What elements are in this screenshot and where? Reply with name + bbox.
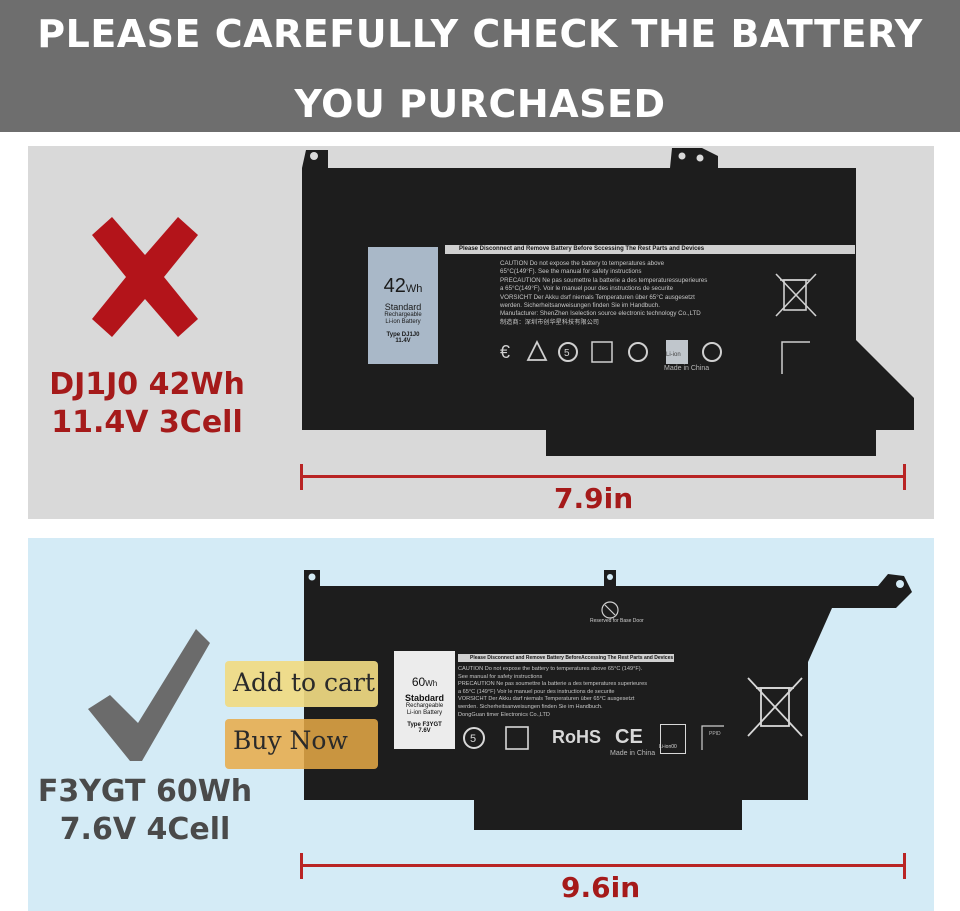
red-x-icon	[92, 217, 198, 337]
wrong-warning-text: CAUTION Do not expose the battery to tem…	[500, 260, 760, 330]
right-warning-text: CAUTION Do not expose the battery to tem…	[458, 666, 670, 726]
right-battery-body	[304, 570, 912, 830]
right-warning-line: VORSICHT Der Akku darf niemals Temperatu…	[458, 696, 635, 703]
right-battery-spec: F3YGT 60Wh 7.6V 4Cell	[30, 773, 260, 849]
wrong-battery-label: 42Wh Standard Rechargeable Li-ion Batter…	[368, 247, 438, 364]
right-cert-icons: 5	[463, 726, 529, 750]
wrong-warning-line: PRECAUTION Ne pas soumettre la batterie …	[500, 276, 708, 284]
right-label-voltage: 7.6V	[418, 728, 431, 734]
wrong-liion-text: Li-ion	[666, 352, 681, 358]
right-label-sub1: Rechargeable	[405, 703, 444, 709]
right-battery-length: 9.6in	[561, 871, 641, 904]
buy-now-button[interactable]: Buy Now	[225, 719, 378, 769]
right-label-unit: Wh	[425, 679, 438, 688]
headline-banner: PLEASE CAREFULLY CHECK THE BATTERY YOU P…	[0, 0, 960, 132]
wrong-warning-header: Please Disconnect and Remove Battery Bef…	[445, 245, 855, 254]
checkmark-icon	[88, 629, 210, 761]
dimension-line	[300, 475, 906, 478]
headline-line-1: PLEASE CAREFULLY CHECK THE BATTERY	[37, 12, 923, 56]
wrong-warning-line: Manufacturer: ShenZhen Iselection source…	[500, 310, 701, 318]
right-label-type: Type F3YGT	[407, 722, 442, 728]
right-label-sub2: Li-ion Battery	[406, 710, 443, 716]
right-battery-voltage: 7.6V 4Cell	[59, 812, 231, 847]
right-warning-line: a 65°C (149°F) Voir le manuel pour des i…	[458, 688, 615, 695]
wrong-label-sub2: Li-ion Battery	[385, 319, 421, 325]
rohs-mark: RoHS	[552, 727, 601, 747]
right-warning-header: Please Disconnect and Remove Battery Bef…	[458, 654, 674, 662]
dimension-line	[300, 864, 906, 867]
wrong-warning-line: 制造商：深圳市创华星科技有限公司	[500, 318, 599, 326]
right-made-in: Made in China	[610, 750, 656, 757]
ppid-text: PPID	[709, 731, 721, 737]
wrong-battery-body	[302, 148, 914, 456]
wrong-battery-length: 7.9in	[554, 482, 634, 515]
svg-text:5: 5	[470, 733, 476, 745]
wrong-battery-model: DJ1J0 42Wh	[49, 367, 245, 402]
right-label-capacity: 60	[411, 675, 426, 689]
headline-line-2: YOU PURCHASED	[294, 82, 666, 126]
right-battery-label: 60Wh Stabdard Rechargeable Li-ion Batter…	[394, 651, 455, 749]
wrong-battery-voltage: 11.4V 3Cell	[51, 405, 243, 440]
right-warning-line: See manual for safety instructions	[458, 673, 543, 680]
recycle-bin-icon	[775, 273, 817, 317]
right-liion-text: Li-ion00	[659, 744, 677, 750]
add-to-cart-button[interactable]: Add to cart	[225, 661, 378, 707]
wrong-warning-line: a 65°C(149°F). Voir le manuel pour des i…	[500, 285, 674, 293]
wrong-battery-spec: DJ1J0 42Wh 11.4V 3Cell	[42, 366, 252, 442]
ce-mark: CE	[615, 726, 643, 748]
wrong-label-type: Type DJ1J0	[386, 332, 420, 338]
right-battery-model: F3YGT 60Wh	[37, 774, 253, 809]
wrong-warning-line: VORSICHT Der Akku dsrf niemals Temperatu…	[500, 293, 695, 301]
dimension-tick-right	[903, 853, 906, 879]
svg-text:5: 5	[564, 348, 570, 359]
wrong-warning-line: 65°C(149°F). See the manual for safety i…	[500, 268, 642, 276]
reserved-base-door-text: Reserved for Base Door	[590, 618, 644, 624]
wrong-warning-line: CAUTION Do not expose the battery to tem…	[500, 260, 665, 267]
wrong-cert-icons: € 5	[500, 339, 722, 364]
right-warning-line: werden. Sicherheitsanweisungen finden Si…	[458, 703, 603, 710]
right-warning-line: DongGuan timer Electronics Co.,LTD	[458, 711, 550, 718]
wrong-label-title: Standard	[384, 302, 422, 312]
wrong-label-capacity: 42	[383, 275, 406, 297]
liion-icon	[660, 724, 686, 754]
recycle-bin-icon	[747, 677, 803, 737]
right-label-title: Stabdard	[404, 693, 444, 703]
wrong-warning-line: werden. Sicherheitsanweisungen finden Si…	[500, 302, 660, 310]
svg-text:€: €	[500, 342, 510, 362]
dimension-tick-right	[903, 464, 906, 490]
right-warning-line: PRECAUTION Ne pas soumettre la batterie …	[458, 681, 648, 688]
wrong-label-voltage: 11.4V	[395, 338, 411, 344]
wrong-label-sub1: Rechargeable	[384, 312, 422, 318]
right-warning-line: CAUTION Do not expose the battery to tem…	[458, 666, 643, 672]
wrong-made-in: Made in China	[664, 365, 710, 372]
wrong-label-unit: Wh	[405, 283, 423, 295]
